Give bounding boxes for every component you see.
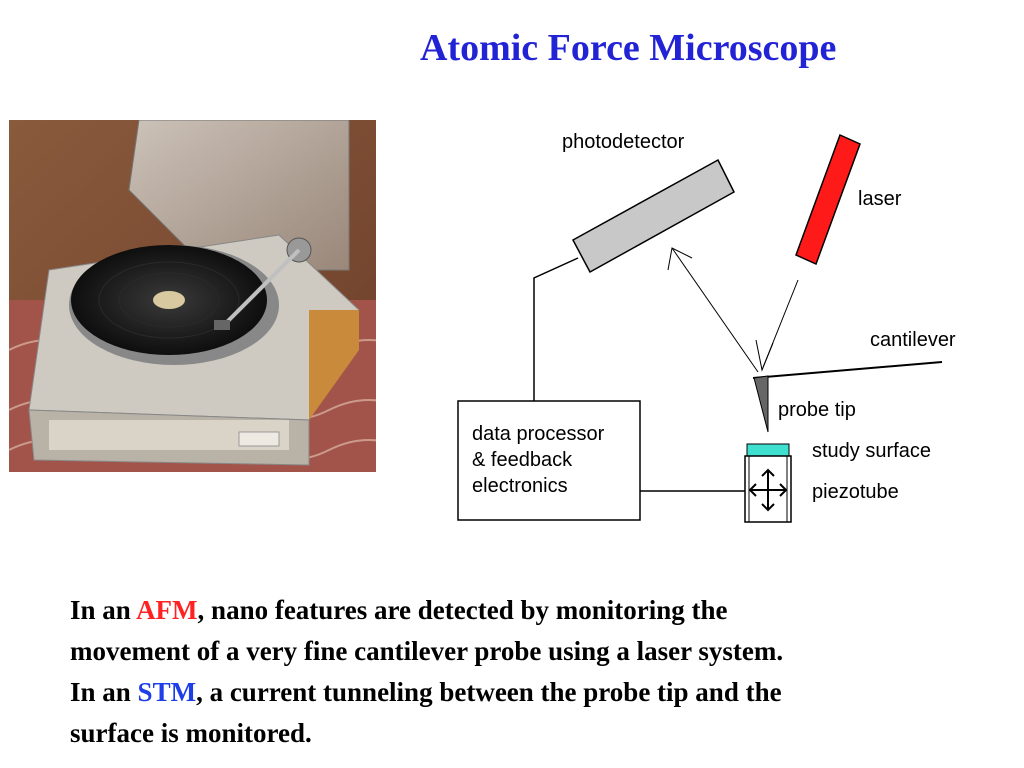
- data-processor-label: data processor: [472, 423, 605, 445]
- cantilever-shape: [752, 361, 943, 379]
- data-processor-box: [457, 400, 641, 521]
- photodetector-label: photodetector: [562, 131, 685, 153]
- stm-term: STM: [137, 677, 197, 707]
- photodetector-shape: [571, 158, 735, 274]
- caption-line-3: In an STM, a current tunneling between t…: [70, 677, 782, 707]
- cantilever-label: cantilever: [870, 329, 956, 351]
- afm-term: AFM: [136, 595, 198, 625]
- probe-tip-label: probe tip: [778, 399, 856, 421]
- probe-tip-shape: [753, 375, 769, 433]
- record-player-photo: [9, 120, 376, 472]
- feedback-label: & feedback: [472, 449, 573, 471]
- move-arrows-icon: [748, 468, 788, 512]
- electronics-label: electronics: [472, 475, 568, 497]
- caption-line-1: In an AFM, nano features are detected by…: [70, 595, 728, 625]
- piezotube-label: piezotube: [812, 481, 899, 503]
- caption: In an AFM, nano features are detected by…: [70, 590, 990, 754]
- caption-line-4: surface is monitored.: [70, 718, 312, 748]
- study-surface-label: study surface: [812, 440, 931, 462]
- beam-arrowhead-tip: [755, 339, 774, 372]
- reflected-beam: [671, 247, 759, 373]
- study-surface-shape: [746, 443, 790, 457]
- detector-connection: [533, 257, 579, 401]
- slide-title: Atomic Force Microscope: [420, 27, 837, 69]
- laser-shape: [795, 133, 861, 266]
- beam-arrowhead-detector: [667, 247, 693, 271]
- laser-label: laser: [858, 188, 902, 210]
- caption-line-2: movement of a very fine cantilever probe…: [70, 636, 784, 666]
- afm-diagram: photodetector laser cantilever probe tip…: [457, 131, 956, 523]
